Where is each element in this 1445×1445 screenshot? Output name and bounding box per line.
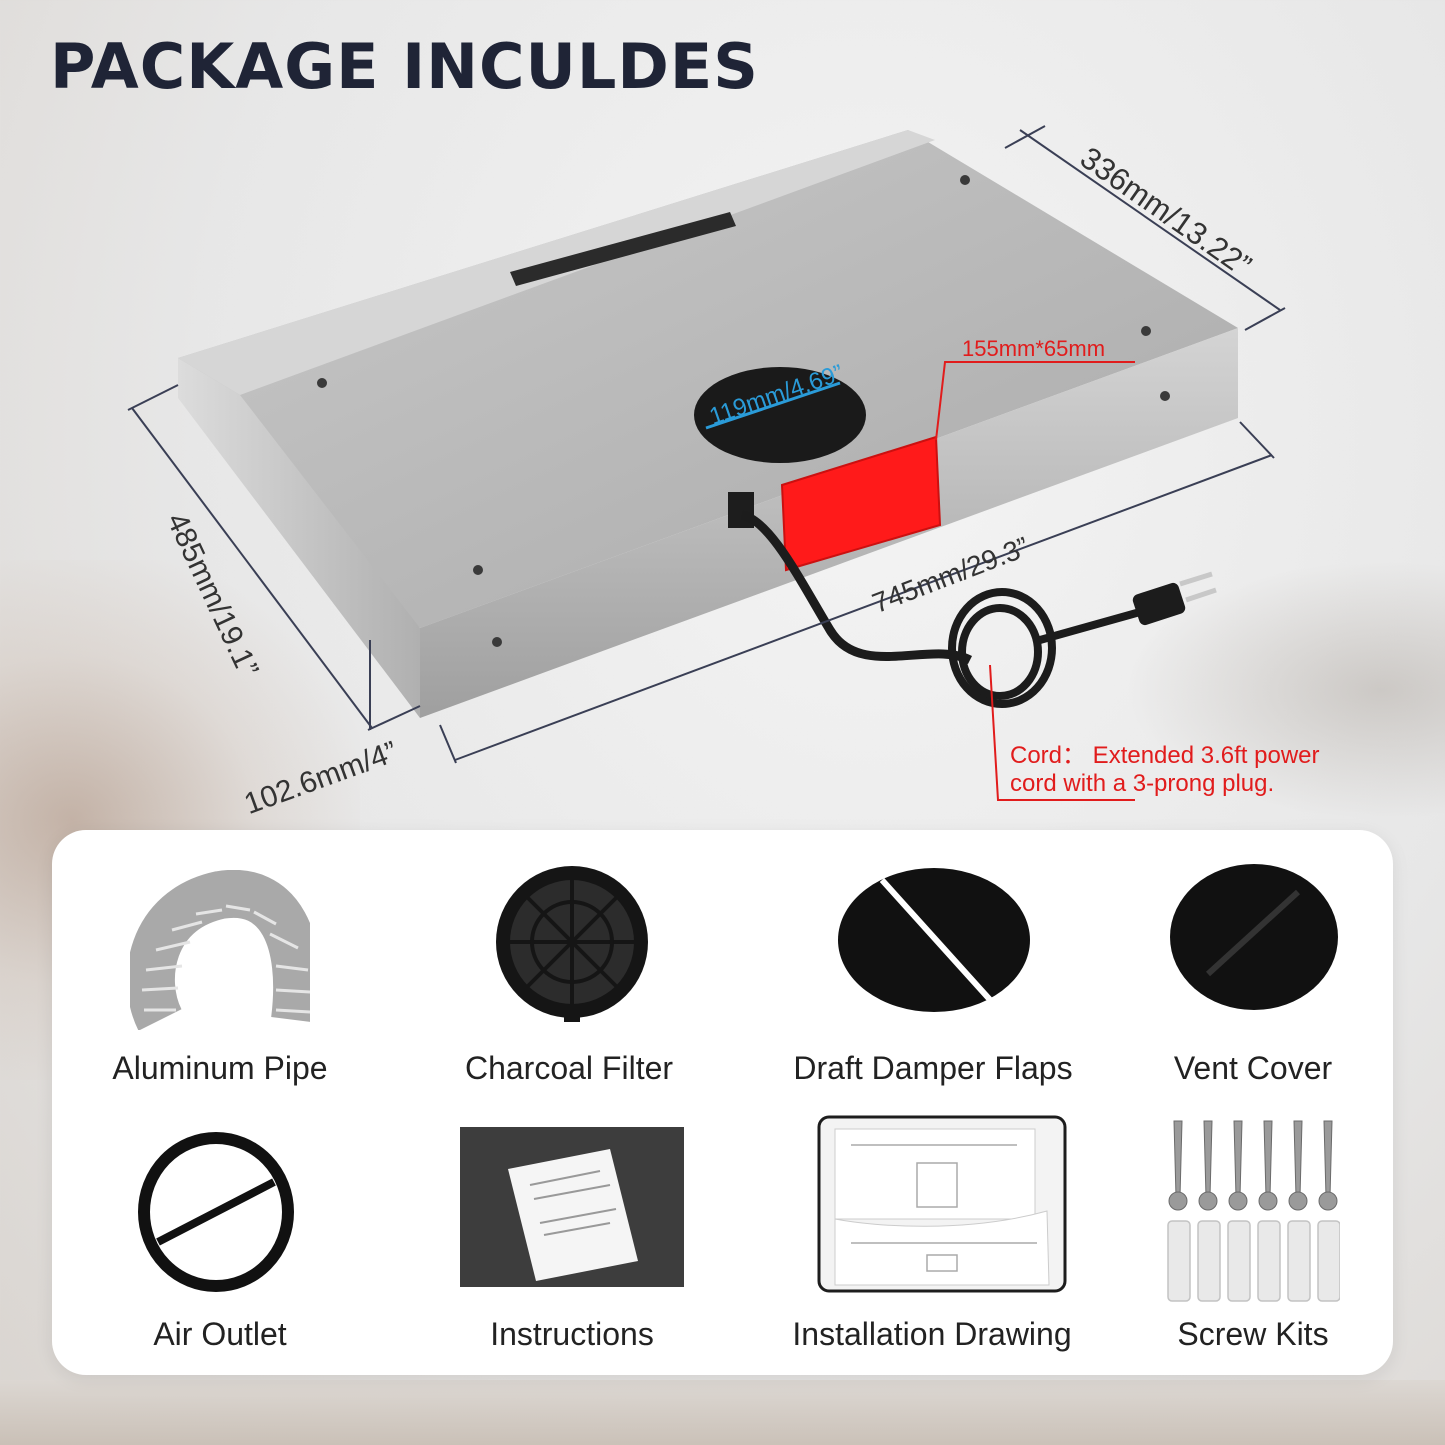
item-label-vent-cover: Vent Cover <box>1173 1050 1333 1086</box>
cord-callout-line <box>989 664 1135 801</box>
item-label-aluminum-pipe: Aluminum Pipe <box>112 1050 328 1086</box>
range-hood-illustration <box>127 125 1286 801</box>
item-label-charcoal-filter: Charcoal Filter <box>464 1050 674 1086</box>
vent-slots <box>510 212 736 286</box>
duct-dimension-line <box>705 381 841 430</box>
item-label-instructions: Instructions <box>490 1316 654 1352</box>
hood-top-panel <box>178 130 1238 628</box>
background-floor <box>0 1380 1445 1445</box>
aluminum-pipe-icon <box>130 870 310 1030</box>
item-label-air-outlet: Air Outlet <box>153 1316 287 1352</box>
cord-callout-line1: Cord： Extended 3.6ft power <box>1010 742 1320 769</box>
dimension-lines <box>127 125 1286 764</box>
mount-holes <box>317 175 1170 647</box>
screw-kits-icon <box>1167 1120 1340 1302</box>
item-label-installation-drawing: Installation Drawing <box>792 1316 1072 1352</box>
label-size-callout: 155mm*65mm <box>962 336 1106 361</box>
package-contents-panel: Aluminum Pipe Charcoal Filter Draft Damp… <box>52 830 1393 1375</box>
cord-callout-line2: cord with a 3-prong plug. <box>1010 770 1275 797</box>
charcoal-filter-icon <box>496 866 648 1022</box>
vent-cover-icon <box>1170 864 1338 1010</box>
duct-opening <box>694 367 866 463</box>
damper-flaps-icon <box>838 868 1030 1012</box>
item-label-screw-kits: Screw Kits <box>1177 1316 1329 1352</box>
air-outlet-icon <box>138 1132 294 1292</box>
item-label-draft-damper-flaps: Draft Damper Flaps <box>793 1050 1073 1086</box>
label-callout-line <box>935 361 1135 441</box>
label-area <box>780 435 942 572</box>
instructions-icon <box>460 1127 684 1287</box>
installation-drawing-icon <box>817 1115 1067 1293</box>
power-cord <box>728 492 1217 708</box>
hood-left-side <box>178 358 420 718</box>
page-title: PACKAGE INCULDES <box>50 30 759 103</box>
